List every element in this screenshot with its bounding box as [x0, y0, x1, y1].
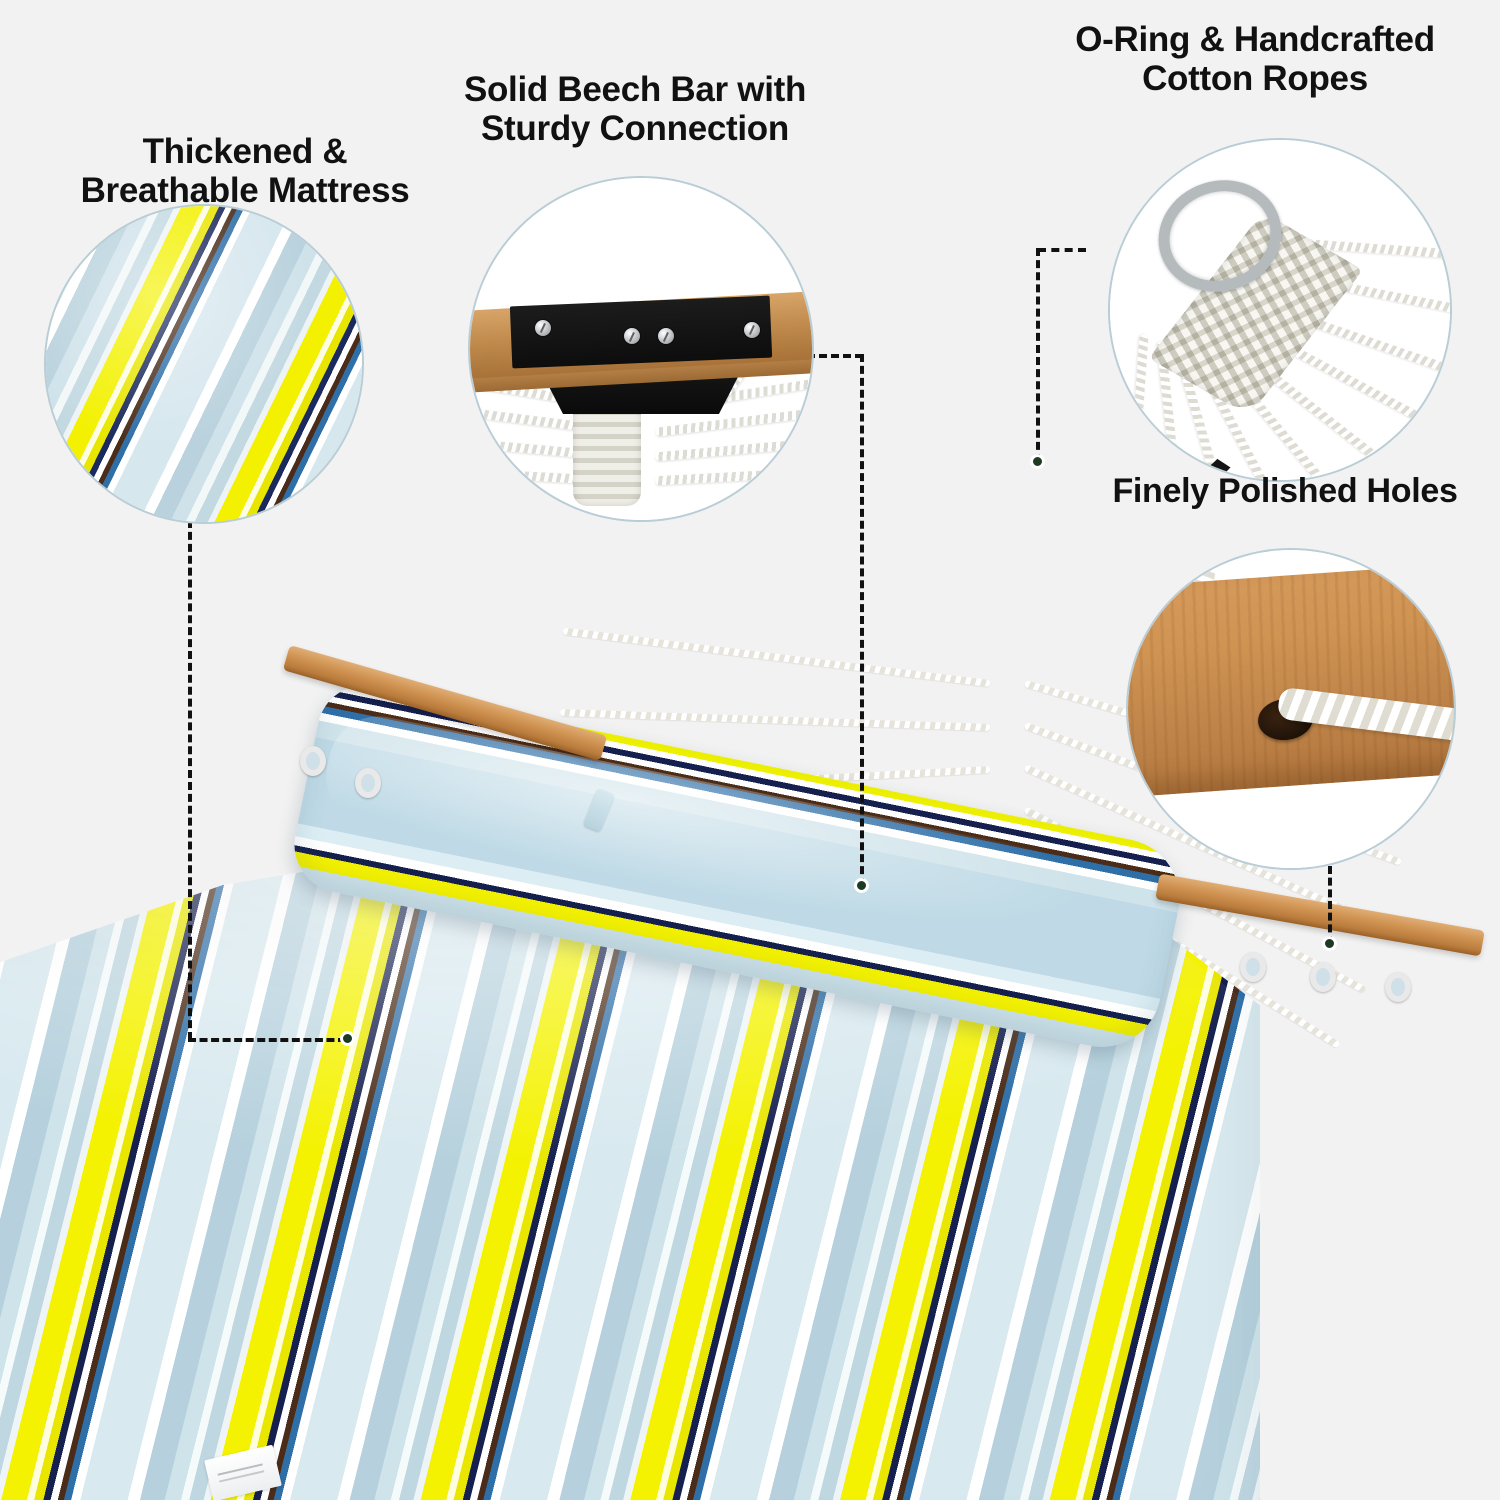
screw-icon: [534, 319, 551, 336]
grommet-right-1: [1240, 952, 1266, 982]
screw-icon: [743, 321, 760, 338]
callout-circle-beech-bar: [468, 176, 814, 522]
callout-label-beech-bar: Solid Beech Bar with Sturdy Connection: [463, 70, 807, 149]
callout-circle-mattress: [44, 204, 364, 524]
beech-bar-bracket-closeup-icon: [470, 178, 812, 520]
callout-label-mattress: Thickened & Breathable Mattress: [80, 132, 410, 211]
striped-fabric-closeup-icon: [46, 206, 362, 522]
screw-icon: [623, 328, 640, 345]
o-ring-rope-closeup-icon: [1110, 140, 1450, 480]
callout-label-polished-holes: Finely Polished Holes: [1112, 472, 1458, 510]
spreader-bar-right: [1155, 873, 1485, 957]
grommet-right-2: [1310, 962, 1336, 992]
grommet-right-3: [1385, 972, 1411, 1002]
callout-circle-oring: [1108, 138, 1452, 482]
callout-circle-polished-holes: [1126, 548, 1456, 870]
grommet-left-1: [300, 746, 326, 776]
callout-label-oring: O-Ring & Handcrafted Cotton Ropes: [1075, 20, 1435, 99]
screw-icon: [658, 328, 675, 345]
grommet-left-2: [355, 768, 381, 798]
polished-hole-closeup-icon: [1128, 550, 1454, 868]
rope-left-1: [562, 627, 991, 687]
rope-left-2: [560, 708, 991, 731]
